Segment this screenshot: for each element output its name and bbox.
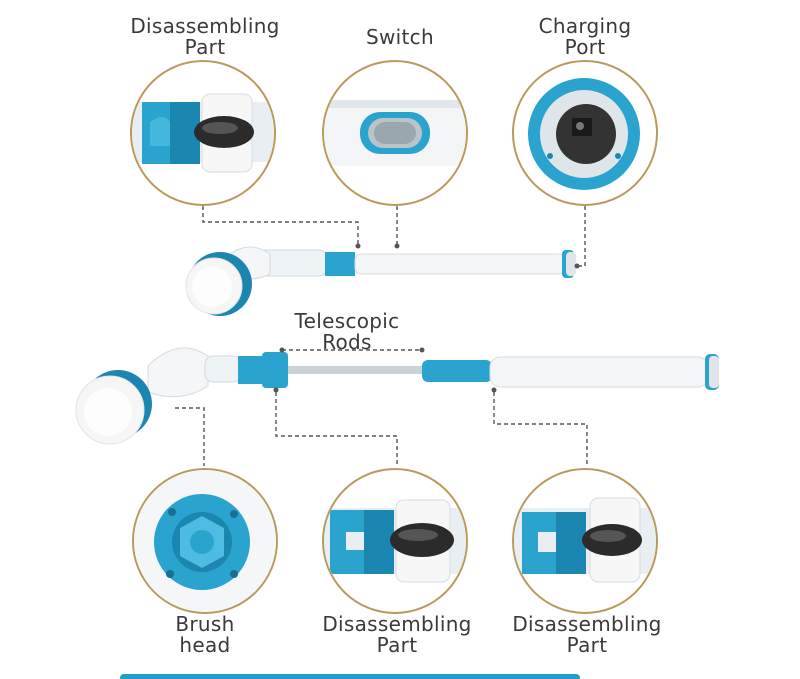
connector-line <box>175 407 205 466</box>
bubble-brush-head <box>132 468 278 614</box>
brush-head-closeup-image <box>134 470 276 612</box>
connector-dot <box>491 387 497 393</box>
bubble-switch <box>322 60 468 206</box>
connector-line <box>493 392 588 466</box>
connector-dot <box>394 243 400 249</box>
bubble-disassembling-part-bottom-right <box>512 468 658 614</box>
connector-line <box>578 206 586 267</box>
footer-accent-bar <box>120 674 580 679</box>
charging-port-closeup-image <box>528 78 640 190</box>
connector-dot <box>419 347 425 353</box>
disassembling-part-closeup-image <box>132 93 274 173</box>
bubble-disassembling-part-top <box>130 60 276 206</box>
connector-line <box>275 392 398 466</box>
connector-dot <box>355 243 361 249</box>
disassembling-part-closeup-image <box>324 499 466 583</box>
connector-line <box>202 206 359 244</box>
bubble-disassembling-part-bottom-center <box>322 468 468 614</box>
connector-dot <box>279 347 285 353</box>
bubble-charging-port <box>512 60 658 206</box>
label-switch: Switch <box>366 25 434 49</box>
extended-scrubber <box>75 347 719 445</box>
compact-scrubber <box>185 246 576 316</box>
disassembling-part-closeup-image <box>514 497 656 583</box>
connector-dot <box>574 263 580 269</box>
connector-dot <box>273 387 279 393</box>
switch-closeup-image <box>324 100 466 166</box>
